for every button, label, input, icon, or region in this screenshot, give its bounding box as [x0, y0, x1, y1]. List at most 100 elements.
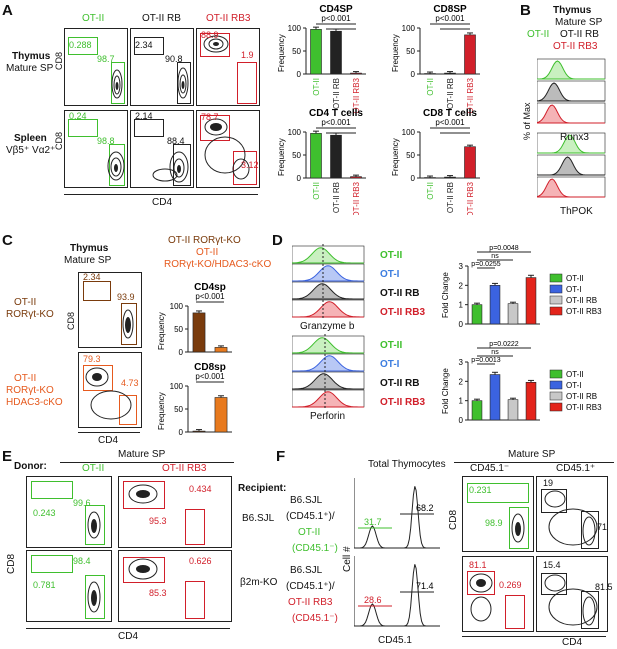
p-value: p<0.001 — [321, 14, 351, 23]
category-label: OT-II RB — [332, 78, 341, 109]
flow-plot: 79.3 4.73 — [78, 352, 142, 428]
contour — [107, 151, 125, 181]
b-title-1: Thymus — [553, 5, 592, 16]
flow-plot: 78.7 3.12 — [196, 110, 260, 188]
gate-value: 0.434 — [189, 484, 212, 494]
category-label: OT-II — [312, 182, 321, 200]
f-row1-label: (CD45.1⁻) — [292, 543, 338, 554]
y-tick-label: 1 — [459, 397, 464, 406]
e-yaxis: CD8 — [6, 553, 17, 574]
histogram-curve — [292, 355, 364, 372]
legend-label: OT-II — [566, 370, 584, 379]
f-row2-label: (CD45.1⁺)/ — [286, 581, 335, 592]
histogram-curve — [292, 283, 364, 300]
legend-swatch — [549, 295, 563, 305]
gate — [85, 575, 105, 619]
d-hist-label: OT-II — [380, 250, 403, 261]
gate-value: 2.34 — [135, 40, 153, 50]
gate-value: 0.269 — [499, 580, 522, 590]
category-label: OT-II — [312, 78, 321, 96]
y-label: Frequency — [157, 312, 166, 350]
category-label: OT-II RB — [332, 182, 341, 213]
gate — [581, 591, 599, 629]
y-tick-label: 50 — [174, 405, 183, 414]
p-value: p=0.0222 — [489, 341, 518, 348]
y-tick-label: 0 — [411, 174, 416, 183]
gate — [109, 144, 125, 186]
f-row2-label: B6.SJL — [290, 565, 323, 576]
gate-value: 88.4 — [167, 136, 185, 146]
c-title-2: Mature SP — [64, 255, 112, 266]
y-tick-label: 100 — [170, 302, 184, 311]
gate-value: 2.14 — [135, 111, 153, 121]
d-x-granzyme: Granzyme b — [300, 321, 355, 332]
panel-letter-f: F — [276, 448, 286, 465]
histograms-b — [537, 58, 606, 198]
c-legend-1: OT-II RORγt-KO — [168, 235, 241, 246]
category-label: OT-II RB — [446, 182, 455, 213]
contour — [128, 484, 158, 504]
chart-title: CD8SP — [433, 4, 467, 15]
histograms-perforin — [292, 334, 365, 408]
y-tick-label: 1 — [459, 301, 464, 310]
flow-plot: 0.434 95.3 — [118, 476, 232, 548]
gate-value: 0.288 — [69, 40, 92, 50]
bar — [214, 347, 228, 353]
gate-value: 0.231 — [469, 485, 492, 495]
y-tick-label: 0 — [297, 70, 302, 79]
axis-line — [26, 628, 230, 629]
contour — [544, 490, 598, 546]
p-value: p=0.0048 — [489, 245, 518, 252]
e-col-otii-rb3: OT-II RB3 — [162, 463, 207, 474]
axis-line — [64, 194, 258, 195]
gate-value: 0.24 — [69, 111, 87, 121]
y-tick-label: 3 — [459, 262, 464, 271]
b-title-2: Mature SP — [555, 17, 603, 28]
bar — [489, 285, 501, 325]
c-xaxis: CD4 — [98, 435, 119, 446]
gate — [541, 573, 567, 595]
chart-title: CD8sp — [194, 362, 226, 373]
category-label: OT-II RB3 — [352, 181, 361, 215]
gate-value: 71 — [597, 522, 608, 532]
flow-plot: 0.288 98.7 — [64, 28, 128, 106]
y-tick-label: 0 — [179, 428, 184, 437]
flow-plot: 99.6 0.243 — [26, 476, 112, 548]
e-row-b2m: β2m-KO — [240, 577, 278, 588]
gate-value: 15.4 — [543, 560, 561, 570]
row-label-vb5-va2: Vβ5⁺ Vα2⁺ — [6, 145, 56, 156]
c-yaxis: CD8 — [66, 311, 76, 330]
f-row2-label: OT-II RB3 — [288, 597, 333, 608]
c-title-1: Thymus — [70, 243, 109, 254]
y-tick-label: 0 — [297, 174, 302, 183]
gate-value: 0.781 — [33, 580, 56, 590]
chart-title: CD4SP — [319, 4, 353, 15]
histogram-curve — [537, 156, 605, 176]
gate — [31, 481, 73, 499]
gate-value: 98.9 — [485, 518, 503, 528]
legend-label: OT-I — [566, 381, 582, 390]
gate — [467, 483, 529, 503]
bar-charts-c: CD4sp050100Frequencyp<0.001CD8sp050100Fr… — [157, 282, 232, 437]
contour — [544, 574, 598, 626]
histogram-curve — [537, 104, 605, 124]
flow-plot: 2.34 90.8 — [130, 28, 194, 106]
y-tick-label: 0 — [411, 70, 416, 79]
histogram-curve — [537, 134, 605, 154]
d-hist-label: OT-II RB — [380, 378, 420, 389]
col-header-otii-rb3: OT-II RB3 — [206, 13, 251, 24]
f-yaxis: CD8 — [448, 509, 459, 530]
histogram-curve — [292, 337, 364, 354]
y-label: Frequency — [157, 392, 166, 430]
gate-value: 88.9 — [201, 30, 219, 40]
p-value: p<0.001 — [321, 118, 351, 127]
gate — [83, 281, 111, 301]
y-label: Frequency — [391, 138, 400, 176]
bar — [489, 374, 501, 421]
bar — [464, 146, 476, 179]
p-value: p=0.0013 — [471, 357, 500, 364]
bar — [330, 30, 342, 75]
legend-label: OT-II RB — [566, 296, 597, 305]
b-x-runx3: Runx3 — [560, 132, 589, 143]
